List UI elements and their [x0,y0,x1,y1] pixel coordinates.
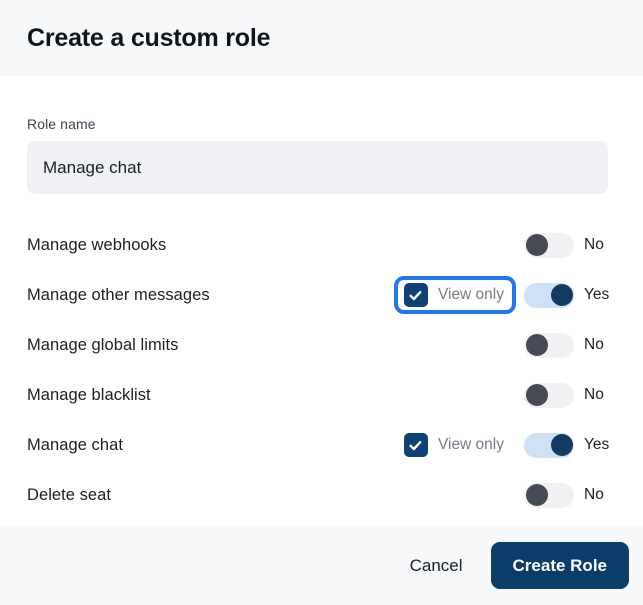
toggle-knob [525,384,548,406]
permissions-list: Manage webhooksView onlyNoManage other m… [27,220,616,520]
toggle-knob [525,234,548,256]
view-only-checkbox[interactable] [403,283,428,307]
page-title: Create a custom role [27,23,271,52]
permission-row: Manage blacklistView onlyNo [27,370,616,420]
permission-toggle-group: Yes [524,432,616,458]
permission-toggle[interactable] [524,332,574,358]
dialog-header: Create a custom role [0,0,643,76]
permission-toggle[interactable] [524,232,574,258]
view-only-label: View only [437,436,504,453]
permission-toggle-group: No [524,482,616,508]
permission-label: Manage webhooks [27,235,167,254]
permission-row: Manage global limitsView onlyNo [27,320,616,370]
toggle-knob [525,334,548,356]
permission-label: Manage blacklist [27,385,151,404]
permission-label: Delete seat [27,485,112,504]
permission-label: Manage chat [27,435,123,454]
role-name-field-block: Role name [27,76,616,194]
toggle-knob [525,484,548,506]
permission-toggle-state: No [584,236,604,253]
permission-toggle-group: Yes [524,282,616,308]
dialog-body: Role name Manage webhooksView onlyNoMana… [0,76,643,526]
permission-toggle[interactable] [524,382,574,408]
permission-row: Manage webhooksView onlyNo [27,220,616,270]
permission-toggle-group: No [524,232,616,258]
permission-row: Manage other messages View only Yes [27,270,616,320]
permission-label: Manage other messages [27,285,210,304]
view-only-option[interactable]: View only [394,426,516,464]
role-name-input[interactable] [27,141,608,194]
permission-toggle-state: No [584,386,604,403]
role-name-label: Role name [27,116,96,132]
dialog-footer: Cancel Create Role [0,526,643,605]
permission-row: Manage chat View only Yes [27,420,616,470]
permission-label: Manage global limits [27,335,179,354]
toggle-knob [550,284,573,306]
cancel-button[interactable]: Cancel [404,546,469,586]
permission-toggle-state: No [584,486,604,503]
permission-toggle-state: Yes [584,436,610,453]
permission-toggle[interactable] [524,282,574,308]
permission-toggle-group: No [524,382,616,408]
permission-toggle-state: Yes [584,286,610,303]
permission-toggle-state: No [584,336,604,353]
permission-row: Delete seatView onlyNo [27,470,616,520]
permission-toggle-group: No [524,332,616,358]
view-only-option[interactable]: View only [393,276,516,314]
permission-toggle[interactable] [524,482,574,508]
toggle-knob [550,434,573,456]
permission-toggle[interactable] [524,432,574,458]
view-only-label: View only [437,286,504,303]
view-only-checkbox[interactable] [403,433,428,457]
create-role-button[interactable]: Create Role [490,542,629,589]
